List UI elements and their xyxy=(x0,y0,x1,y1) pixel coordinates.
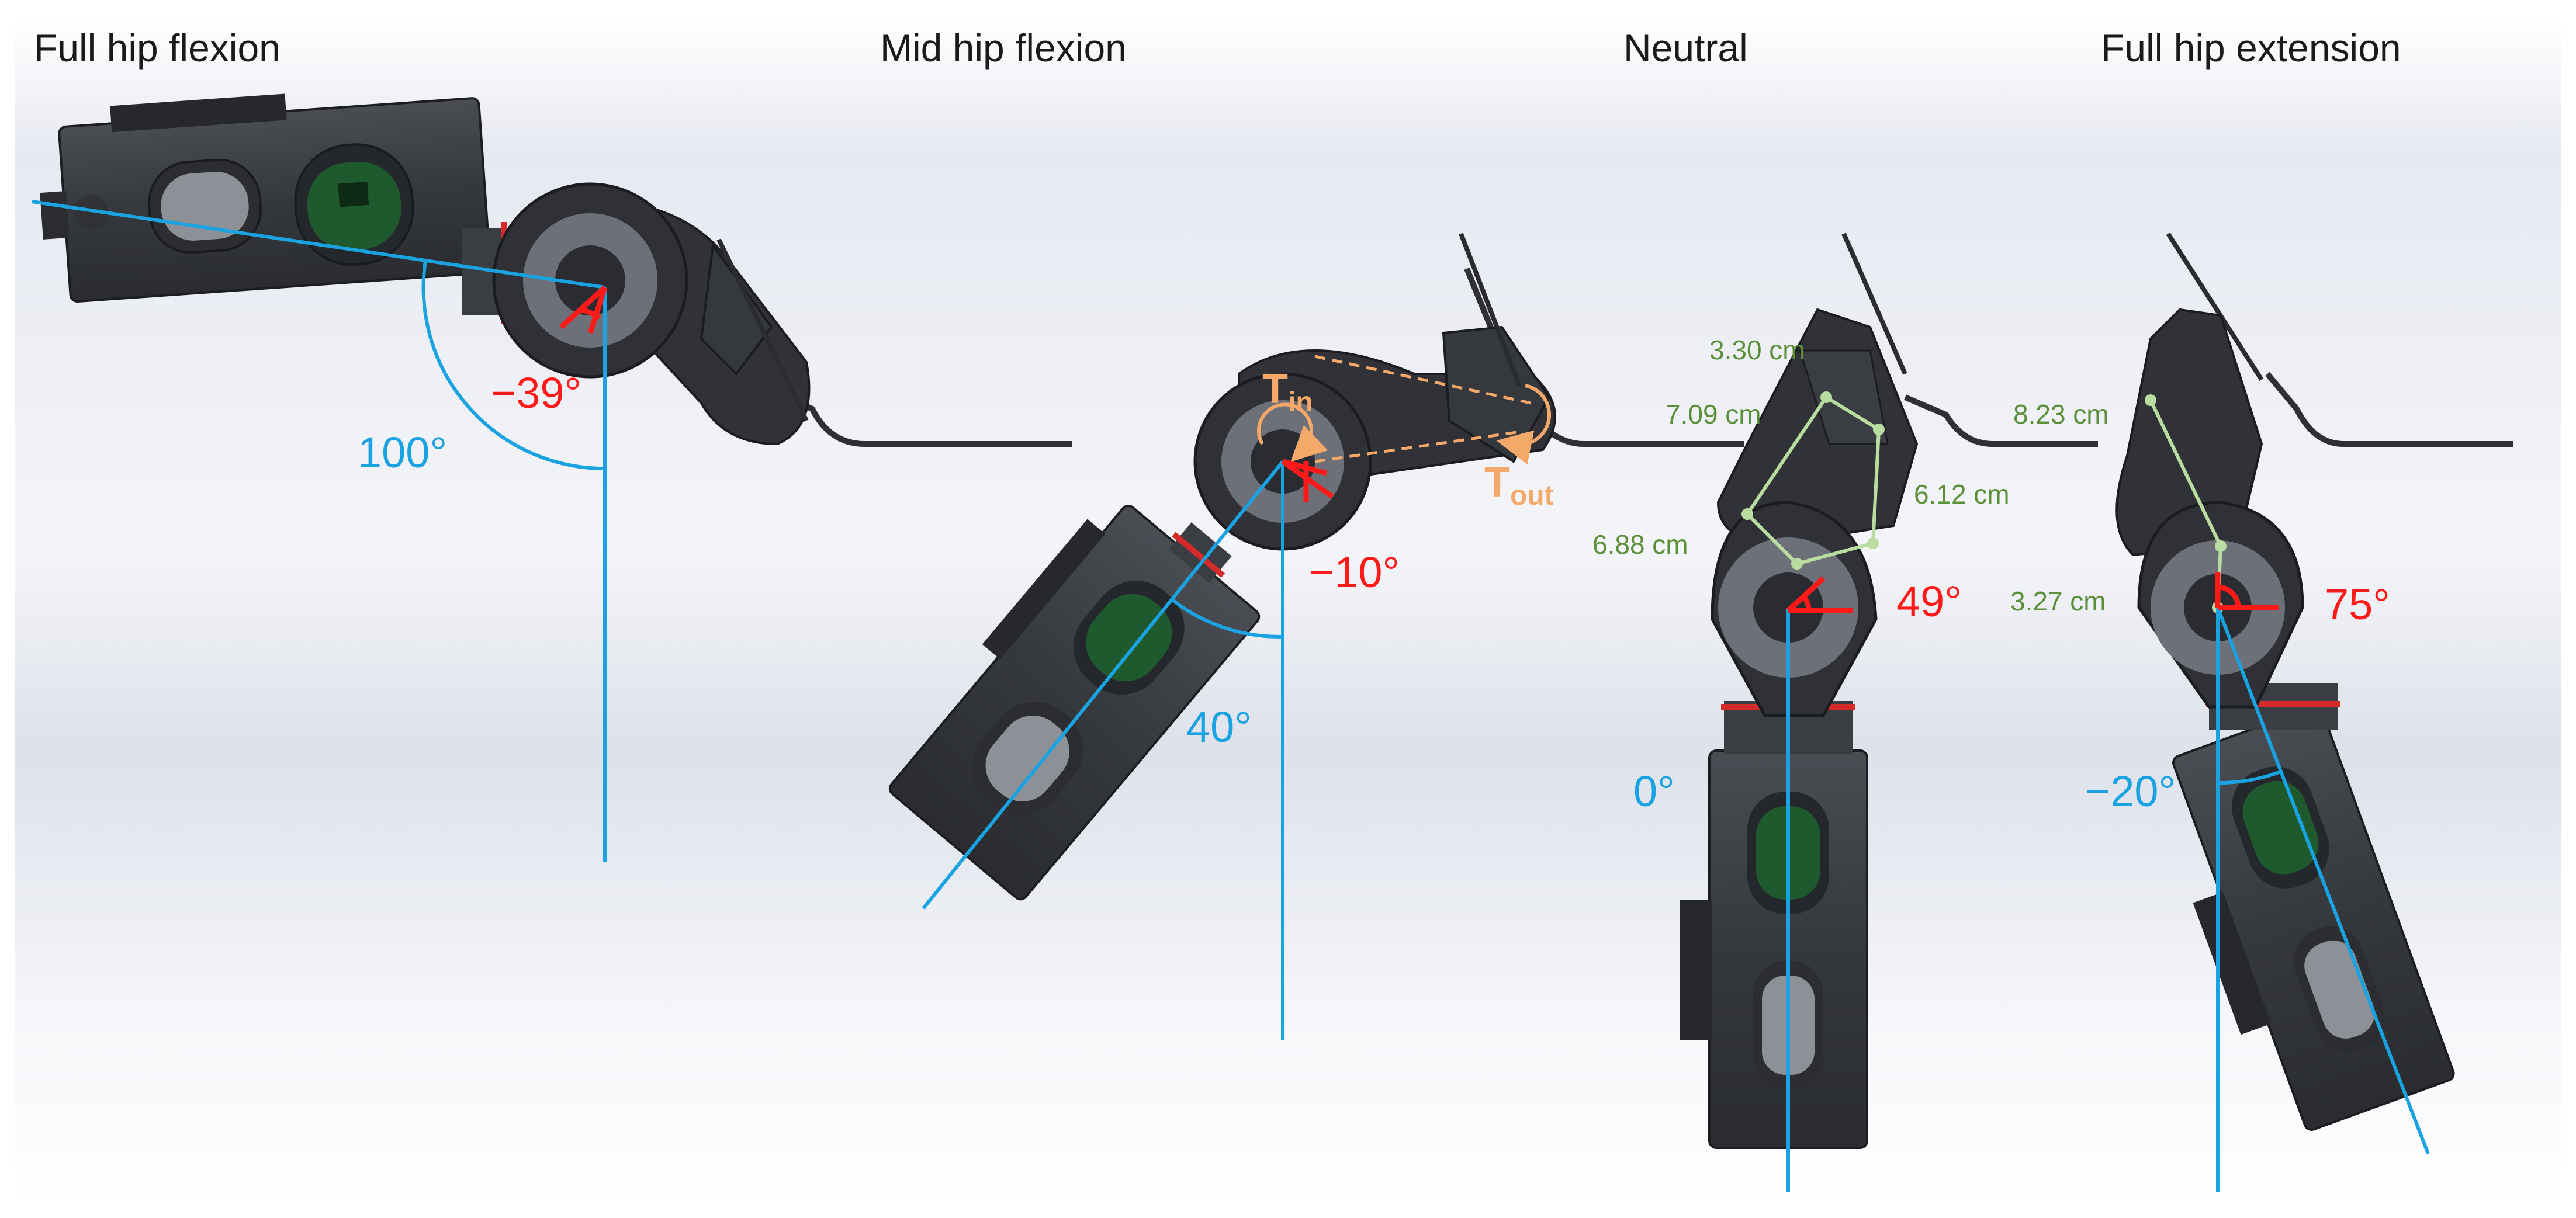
thigh-axis-line-2 xyxy=(922,460,1284,910)
panel-title-neutral: Neutral xyxy=(1623,26,1748,70)
panel-title-full-hip-extension: Full hip extension xyxy=(2101,26,2401,70)
hip-angle-arc-4 xyxy=(2217,769,2283,785)
knee-angle-label-2: −10° xyxy=(1309,548,1400,596)
torque-out-label: Tout xyxy=(1484,459,1554,511)
hip-angle-label-4: −20° xyxy=(2085,767,2176,816)
knee-angle-mark-3 xyxy=(1786,576,1853,613)
robot-leg-mid-flexion xyxy=(888,233,1744,901)
panel-title-mid-hip-flexion: Mid hip flexion xyxy=(880,26,1127,70)
link-length-label: 3.30 cm xyxy=(1709,335,1805,365)
hip-angle-label-1: 100° xyxy=(358,428,447,477)
hip-angle-arc-2 xyxy=(1171,598,1283,639)
panel-title-full-hip-flexion: Full hip flexion xyxy=(34,26,281,70)
knee-angle-label-4: 75° xyxy=(2325,580,2390,629)
link-length-label: 3.27 cm xyxy=(2010,586,2106,616)
hip-angle-label-2: 40° xyxy=(1186,703,1252,751)
link-length-label: 6.12 cm xyxy=(1914,479,2010,509)
link-length-label: 8.23 cm xyxy=(2013,399,2109,429)
thigh-axis-line-1 xyxy=(32,200,605,289)
knee-angle-label-3: 49° xyxy=(1896,577,1962,626)
knee-angle-mark-2 xyxy=(1281,459,1334,502)
link-length-label: 7.09 cm xyxy=(1666,399,1761,429)
torque-in-label: Tin xyxy=(1262,366,1313,418)
thigh-axis-line-4 xyxy=(2216,606,2430,1155)
hip-angle-arc-1 xyxy=(421,260,605,471)
hip-angle-label-3: 0° xyxy=(1633,767,1675,816)
knee-angle-mark-1 xyxy=(559,285,608,334)
knee-angle-mark-4 xyxy=(2215,572,2279,610)
link-length-label: 6.88 cm xyxy=(1592,529,1688,560)
robot-leg-full-flexion xyxy=(40,93,1072,447)
knee-angle-label-1: −39° xyxy=(491,369,581,417)
